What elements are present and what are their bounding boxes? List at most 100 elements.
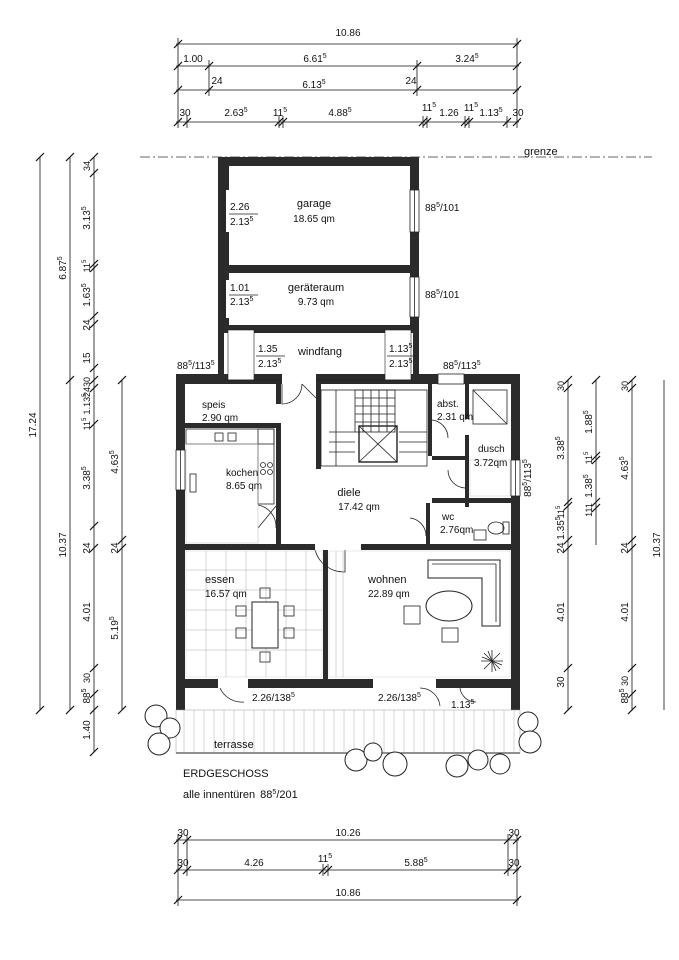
dim-bottom-r1-a: 30	[177, 828, 189, 839]
dim-left-c3-sup: 5	[109, 616, 116, 620]
room-terrasse-name: terrasse	[214, 739, 254, 751]
dim-right-a7: 30	[556, 676, 567, 688]
dim-bottom-r2-d: 5.885	[404, 857, 427, 869]
dim-row4-g-value: 11	[464, 103, 475, 114]
dim-right-c5-value: 88	[620, 692, 631, 704]
dim-right-b1: 1.885	[583, 410, 595, 433]
label-geraet-door-b-sup: 5	[249, 296, 253, 303]
dim-bottom-r2-c: 115	[318, 853, 332, 865]
dim-right-b3: 1.385	[583, 474, 595, 497]
room-garage-name: garage	[297, 198, 331, 210]
room-dusch-area: 3.72qm	[474, 458, 507, 469]
dim-bottom-r2-c-value: 11	[318, 854, 329, 865]
dim-row4-d-sup: 5	[348, 107, 352, 114]
dim-left-a3: 115	[82, 259, 92, 272]
dim-left-a3-sup: 5	[82, 259, 88, 263]
dim-top-b-value: 6.61	[303, 54, 323, 65]
dim-right-c6: 30	[620, 676, 630, 686]
dim-right-c5: 885	[619, 688, 631, 703]
dim-bottom-r2-c-sup: 5	[328, 853, 332, 860]
dim-right-a2: 3.385	[555, 436, 567, 459]
living-room-floor	[328, 550, 511, 678]
dim-row4-c-value: 11	[273, 108, 284, 119]
dim-left-a2-value: 3.13	[82, 210, 93, 230]
room-labels: garage 18.65 qm geräteraum 9.73 qm windf…	[202, 198, 507, 751]
dim-row4-e: 115	[422, 102, 436, 114]
plan-title: ERDGESCHOSS	[183, 768, 269, 780]
right-dimensions: 30 3.385 115 1.355 24 4.01 30 1.885 115 …	[555, 375, 665, 715]
dim-left-c3-value: 5.19	[110, 620, 121, 640]
label-door-wohnen-sup: 5	[417, 692, 421, 699]
bottom-dimensions: 30 10.26 30 30 4.26 115 5.885 30 10.86	[173, 828, 522, 906]
boundary-label: grenze	[524, 146, 558, 158]
label-window-right-sup2: 5	[477, 360, 481, 367]
plan-subtitle-prefix: alle innentüren	[183, 789, 255, 801]
dim-right-a2-value: 3.38	[556, 440, 567, 460]
label-geraet-door-b: 2.135	[230, 296, 253, 308]
dim-right-b2-value: 11	[584, 455, 594, 464]
dim-left-b8: 1.40	[82, 720, 93, 740]
label-windfang-right-a-sup: 5	[408, 343, 412, 350]
dim-top-b: 6.615	[303, 53, 326, 65]
label-window-dusch: 885/1135	[522, 459, 534, 497]
kitchen-furniture	[185, 428, 275, 544]
label-door-essen: 2.26/1385	[252, 692, 295, 704]
label-door-small-sup: 5	[470, 699, 474, 706]
dim-left-a1: 34	[82, 161, 92, 171]
label-windfang-left-b-sup: 5	[277, 358, 281, 365]
dim-bottom-r1-b: 10.26	[335, 828, 360, 839]
dim-right-a4-value: 1.35	[556, 520, 567, 540]
label-geraet-window-sup: 5	[436, 289, 440, 296]
dim-row4-b-value: 2.63	[224, 108, 244, 119]
dim-bottom-r2-d-value: 5.88	[404, 858, 424, 869]
dim-bottom-r2-b: 4.26	[244, 858, 264, 869]
dim-left-a5: 24	[82, 319, 93, 331]
dim-right-outer: 10.37	[652, 532, 663, 557]
dim-left-c1-sup: 5	[109, 450, 116, 454]
label-window-right-sup: 5	[454, 360, 458, 367]
dim-right-c3: 24	[620, 542, 631, 554]
dim-left-a2-sup: 5	[81, 206, 88, 210]
staircase	[320, 389, 428, 467]
dim-left-c1-value: 4.63	[110, 454, 121, 474]
plan-subtitle-suffix: /201	[276, 789, 297, 801]
dim-top-a: 1.00	[183, 54, 203, 65]
label-window-left-suffix: /113	[192, 361, 211, 372]
label-garage-window-sup: 5	[436, 202, 440, 209]
dim-row4-e-sup: 5	[432, 102, 436, 109]
dim-left-b3-value: 3.38	[82, 470, 93, 490]
dim-right-a3-value: 11	[556, 509, 566, 518]
dim-row4-b-sup: 5	[244, 107, 248, 114]
dim-right-c2-value: 4.63	[620, 460, 631, 480]
dim-left-b2-value: 1.13	[82, 397, 92, 415]
dim-left-upper: 6.875	[57, 256, 69, 279]
dim-left-b5: 4.01	[82, 602, 93, 622]
label-window-left-sup2: 5	[211, 360, 215, 367]
dim-left-upper-sup: 5	[57, 256, 64, 260]
bathroom-fixtures	[469, 389, 511, 541]
dim-right-a3: 115	[556, 505, 566, 518]
label-door-small: 1.135	[451, 699, 474, 711]
dim-top-row3-b-value: 6.13	[302, 80, 322, 91]
dim-left-b3-sup: 5	[81, 466, 88, 470]
dim-top-row3-b: 6.135	[302, 79, 325, 91]
label-garage-door-a: 2.26	[230, 202, 250, 213]
dim-bottom-r2-a: 30	[177, 858, 189, 869]
dim-left-b6-value: 88	[82, 692, 93, 704]
label-window-left-value: 88	[177, 361, 189, 372]
label-window-dusch-suffix: /113	[523, 463, 534, 482]
dim-top-c: 3.245	[455, 53, 478, 65]
room-dusch-name: dusch	[478, 444, 505, 455]
dim-row4-c-sup: 5	[283, 107, 287, 114]
dim-top-total: 10.86	[335, 28, 360, 39]
dim-row4-h: 1.135	[479, 107, 502, 119]
plan-subtitle-value: 88	[260, 789, 272, 801]
dim-bottom-r2-e: 30	[508, 858, 520, 869]
room-wohnen-area: 22.89 qm	[368, 589, 410, 600]
dim-left-b6: 885	[81, 688, 93, 703]
label-windfang-left-b-value: 2.13	[258, 359, 278, 370]
dim-left-upper-value: 6.87	[58, 260, 69, 280]
dim-top-row3-b-sup: 5	[322, 79, 326, 86]
dim-left-c1: 4.635	[109, 450, 121, 473]
